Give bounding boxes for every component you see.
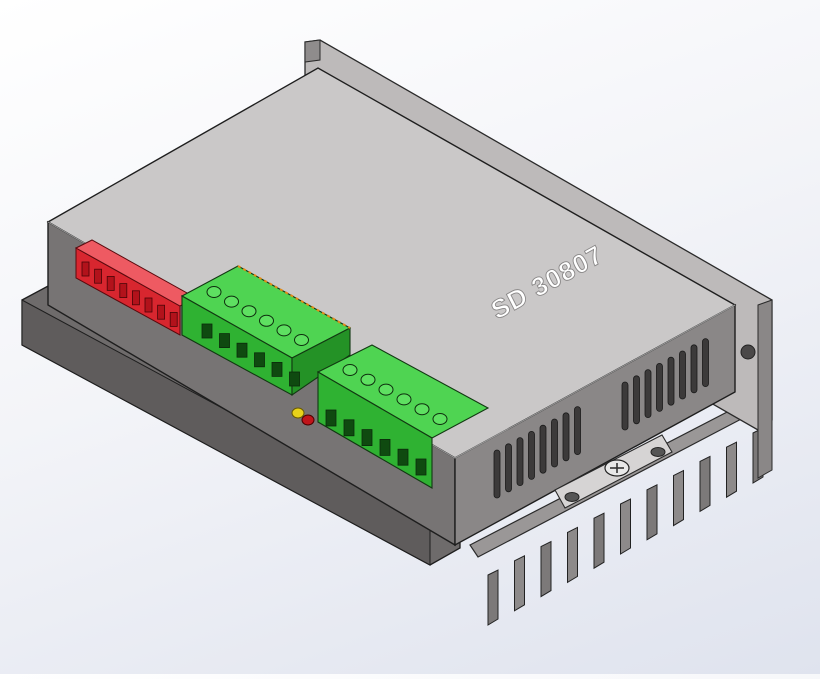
dip-switch-lever xyxy=(144,297,153,313)
terminal-socket xyxy=(379,438,391,456)
terminal-screw xyxy=(414,403,430,416)
mount-plate xyxy=(554,434,673,509)
terminal-screw xyxy=(276,324,292,337)
terminal-socket xyxy=(219,333,230,349)
flange-hole xyxy=(740,344,756,360)
phillips-screw-icon xyxy=(604,459,630,477)
vent-slot xyxy=(539,424,547,474)
vent-slots-rear xyxy=(621,338,709,431)
terminal-socket xyxy=(236,342,248,358)
terminal-screw xyxy=(224,295,239,308)
vent-slot xyxy=(551,418,558,468)
terminal-block-1 xyxy=(180,265,352,397)
mount-hole-right xyxy=(650,447,666,457)
terminal-socket xyxy=(397,448,409,466)
dip-switch-bank xyxy=(74,239,198,336)
heatsink-fin xyxy=(514,554,525,612)
terminal-screw xyxy=(432,413,448,425)
dip-switch-lever xyxy=(81,261,90,277)
terminal-socket xyxy=(415,458,427,476)
terminal-screw xyxy=(294,334,309,346)
vent-slot xyxy=(562,412,570,462)
vent-slot xyxy=(690,344,698,394)
dip-switch-lever xyxy=(106,275,115,291)
terminal-socket xyxy=(201,323,213,339)
vent-slot xyxy=(679,350,686,400)
dip-switch-lever xyxy=(131,290,140,306)
terminal-screw xyxy=(378,383,394,396)
vent-slot xyxy=(656,362,663,412)
vent-slot xyxy=(505,443,512,493)
terminal-screw xyxy=(206,286,222,298)
vent-slot xyxy=(644,369,652,419)
vent-slot xyxy=(574,406,581,456)
vent-slot xyxy=(702,338,709,388)
terminal-screw xyxy=(259,314,274,327)
mount-hole-left xyxy=(564,492,580,502)
terminal-socket xyxy=(361,429,373,447)
terminal-socket xyxy=(325,409,337,427)
status-leds xyxy=(291,407,315,426)
vent-slot xyxy=(667,356,675,406)
vent-slot xyxy=(516,437,524,487)
terminal-screw xyxy=(396,393,412,406)
terminal-screw xyxy=(360,373,376,386)
terminal-block-2 xyxy=(316,344,490,489)
terminal-screw xyxy=(342,364,358,376)
terminal-socket xyxy=(254,352,265,368)
terminal-socket xyxy=(271,361,283,377)
heatsink-fin xyxy=(487,569,499,626)
terminal-screw xyxy=(241,305,257,318)
terminal-socket xyxy=(289,371,300,387)
dip-switch-lever xyxy=(169,311,178,327)
vent-slot xyxy=(621,381,629,431)
heatsink-fin xyxy=(593,512,605,570)
heatsink-fin xyxy=(567,526,578,584)
heatsink-fin xyxy=(726,441,737,499)
heatsink-fin xyxy=(646,483,658,541)
heatsink-fin xyxy=(620,498,631,555)
terminal-socket xyxy=(343,419,355,437)
dip-switch-lever xyxy=(119,283,128,299)
heatsink-fin xyxy=(673,469,684,527)
vent-slot xyxy=(493,449,501,499)
power-led-yellow xyxy=(291,407,305,419)
vent-slot xyxy=(633,375,640,425)
dip-switch-lever xyxy=(94,268,102,284)
dip-switch-lever xyxy=(157,304,166,320)
heatsink-fin xyxy=(540,540,552,598)
vent-slot xyxy=(528,430,535,480)
alarm-led-red xyxy=(301,414,315,426)
heatsink-fin xyxy=(699,455,711,513)
vent-slots-front xyxy=(493,406,581,499)
